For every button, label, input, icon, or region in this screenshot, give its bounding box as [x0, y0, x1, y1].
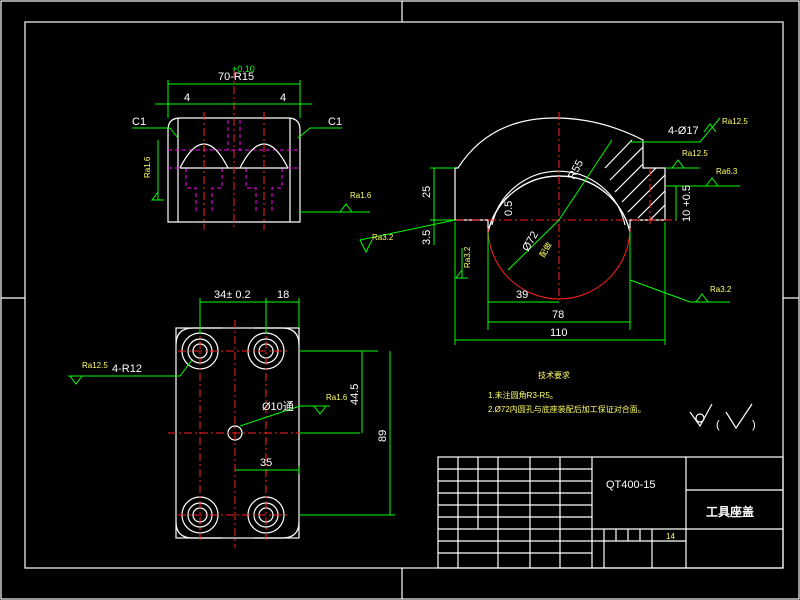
- sec-dim-r55: R55: [566, 158, 586, 181]
- sec-holes-label: 4-Ø17: [668, 125, 699, 137]
- sec-rough-br: Ra3.2: [710, 285, 732, 294]
- sec-dim-10: 10 +0.5: [681, 185, 693, 222]
- notes-title: 技术要求: [538, 370, 570, 380]
- sec-dim-05: 0.5: [503, 201, 515, 216]
- top-view: 70-R15 +0.10 4 4 C1 C1 Ra1.6 Ra1.6: [132, 64, 372, 230]
- sec-dim-d72-note: 配做: [537, 240, 554, 259]
- inner-frame: [24, 21, 784, 569]
- title-part-name: 工具座盖: [706, 504, 754, 519]
- top-dim-right: 4: [280, 92, 286, 104]
- sec-rough-mid: Ra12.5: [682, 149, 708, 158]
- general-roughness-symbol: ( ): [689, 403, 756, 431]
- sec-dim-78: 78: [552, 309, 564, 321]
- sec-dim-39: 39: [516, 289, 528, 301]
- plan-dim-89: 89: [377, 430, 389, 442]
- plan-rough-corner: Ra12.5: [82, 361, 108, 370]
- sec-dim-110: 110: [550, 327, 568, 339]
- top-rough-left: Ra1.6: [143, 156, 152, 178]
- plan-view: 34± 0.2 18 Ra12.5 4-R12 Ra1.6 Ø10通 44.5 …: [68, 289, 395, 548]
- top-dim-left: 4: [184, 92, 190, 104]
- top-rough-right: Ra1.6: [350, 191, 372, 200]
- plan-dim-18: 18: [277, 289, 289, 301]
- notes-line1: 1.未注圆角R3-R5。: [488, 390, 558, 400]
- svg-text:): ): [752, 419, 756, 431]
- title-material: QT400-15: [606, 479, 656, 491]
- tech-notes: 技术要求 1.未注圆角R3-R5。 2.Ø72内圆孔与底座装配后加工保证对合面。: [488, 370, 646, 414]
- section-view: 25 3.5 0.5 R55 Ø72 配做 39 78 110 4-Ø17 Ra…: [359, 112, 748, 345]
- chamfer-left: C1: [132, 116, 146, 128]
- plan-hole-label: Ø10通: [262, 400, 294, 413]
- svg-text:(: (: [716, 419, 720, 431]
- sec-rough-r: Ra6.3: [716, 167, 738, 176]
- hatch: [604, 139, 666, 221]
- plan-rough-hole: Ra1.6: [326, 393, 348, 402]
- title-small-code: 14: [666, 532, 675, 541]
- plan-dim-35: 35: [260, 457, 272, 469]
- sec-dim-25: 25: [421, 186, 433, 198]
- top-dim-total: 70-R15: [218, 71, 254, 83]
- sec-rough-left: Ra3.2: [372, 233, 394, 242]
- plan-corner-label: 4-R12: [112, 363, 142, 375]
- plan-dim-34: 34± 0.2: [214, 289, 251, 301]
- plan-dim-445: 44.5: [349, 384, 361, 405]
- chamfer-right: C1: [328, 116, 342, 128]
- top-dim-sup: +0.10: [232, 64, 255, 74]
- notes-line2: 2.Ø72内圆孔与底座装配后加工保证对合面。: [488, 404, 646, 414]
- sec-dim-35: 3.5: [421, 230, 433, 245]
- sec-rough-top: Ra12.5: [722, 117, 748, 126]
- sec-dim-d72: Ø72: [520, 229, 541, 253]
- sec-rough-bl: Ra3.2: [463, 246, 472, 268]
- title-block: QT400-15 工具座盖 14: [437, 456, 784, 569]
